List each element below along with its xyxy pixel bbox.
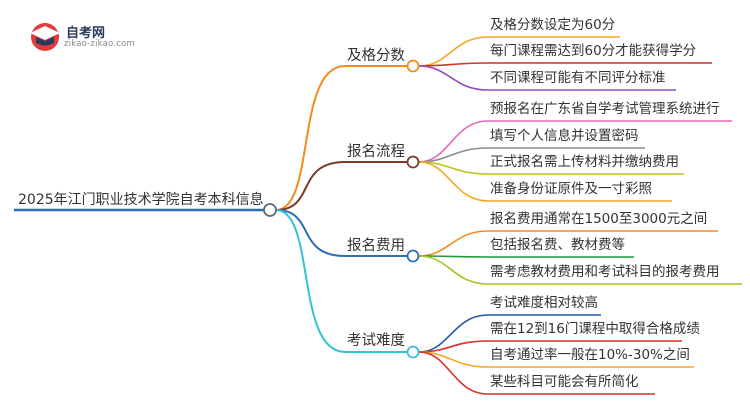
leaf-connector	[418, 65, 676, 91]
brand-name: 自考网	[66, 26, 106, 41]
branch-node-handle[interactable]	[406, 59, 420, 73]
leaf-connector	[418, 161, 672, 202]
leaf-connector	[418, 230, 718, 257]
leaf-connector	[418, 161, 684, 175]
branch-passing-score: 及格分数	[347, 48, 405, 64]
graduation-cap-icon	[30, 26, 60, 40]
leaf-text: 需考虑教材费用和考试科目的报考费用	[490, 264, 720, 280]
leaf-text: 填写个人信息并设置密码	[490, 128, 639, 144]
leaf-connector	[418, 351, 694, 368]
branch-node-handle[interactable]	[406, 249, 420, 263]
branch-node-handle[interactable]	[406, 155, 420, 169]
branch-registration-process: 报名流程	[347, 144, 405, 160]
leaf-text: 正式报名需上传材料并缴纳费用	[490, 154, 679, 170]
leaf-text: 需在12到16门课程中取得合格成绩	[490, 321, 700, 337]
leaf-connector	[418, 255, 742, 285]
leaf-text: 考试难度相对较高	[490, 295, 598, 311]
root-node-handle[interactable]	[263, 203, 277, 217]
branch-exam-difficulty: 考试难度	[347, 333, 405, 349]
leaf-text: 及格分数设定为60分	[490, 17, 616, 33]
cap-base-icon	[36, 37, 54, 46]
leaf-connector	[418, 36, 620, 67]
leaf-text: 某些科目可能会有所简化	[490, 374, 639, 390]
leaf-text: 不同课程可能有不同评分标准	[490, 70, 666, 86]
root-topic: 2025年江门职业技术学院自考本科信息	[18, 192, 264, 208]
branch-connector	[275, 161, 346, 211]
leaf-connector	[418, 340, 682, 353]
leaf-text: 预报名在广东省自学考试管理系统进行	[490, 101, 720, 117]
leaf-connector	[418, 351, 655, 395]
branch-connector	[275, 209, 346, 353]
branch-registration-fee: 报名费用	[347, 238, 405, 254]
leaf-text: 准备身份证原件及一寸彩照	[490, 181, 652, 197]
leaf-text: 每门课程需达到60分才能获得学分	[490, 43, 697, 59]
leaf-connector	[418, 147, 645, 163]
leaf-connector	[418, 62, 712, 67]
leaf-connector	[418, 314, 601, 353]
leaf-text: 自考通过率一般在10%-30%之间	[490, 347, 690, 363]
branch-connector	[275, 209, 346, 257]
brand-logo	[30, 23, 60, 51]
branch-connector	[275, 65, 346, 211]
leaf-text: 包括报名费、教材费等	[490, 237, 625, 253]
leaf-text: 报名费用通常在1500至3000元之间	[490, 211, 708, 227]
brand-url: zikao-zikao.com	[64, 39, 135, 49]
leaf-connector	[418, 255, 634, 258]
branch-node-handle[interactable]	[406, 345, 420, 359]
leaf-connector	[418, 120, 732, 163]
